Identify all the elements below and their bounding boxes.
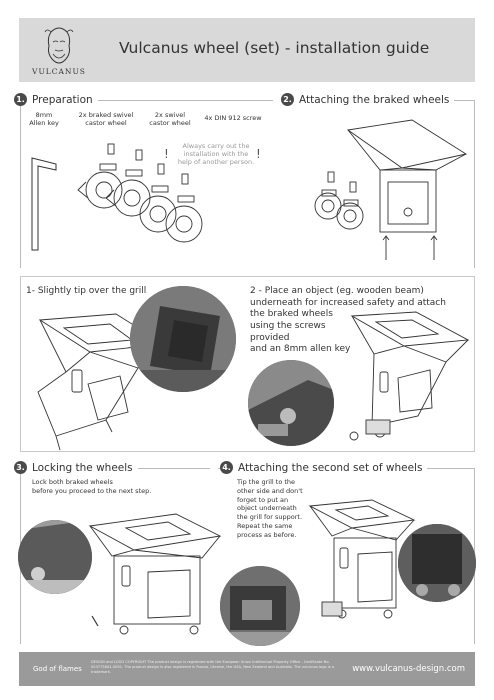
footer-legal-text: DESIGN and LOGO COPYRIGHT The product de… [91, 660, 335, 675]
place-object-instruction: 2 - Place an object (eg. wooden beam) un… [250, 286, 446, 355]
attach-wheels-photo [248, 360, 334, 446]
second-set-support-photo [220, 566, 300, 646]
section-title: Attaching the braked wheels [299, 93, 450, 106]
allen-key-icon [31, 157, 57, 251]
section-number: 1. [14, 93, 27, 106]
safety-note: Always carry out the installation with t… [177, 142, 255, 167]
second-set-instruction: Tip the grill to the other side and don'… [237, 478, 303, 539]
locked-grill-illustration [88, 513, 222, 635]
section-1-frame [20, 100, 273, 268]
section-title: Locking the wheels [32, 461, 133, 474]
brand-name: VULCANUS [32, 67, 86, 76]
lock-instruction: Lock both braked wheels before you proce… [32, 478, 152, 495]
castor-wheels-icon [77, 143, 203, 243]
second-wheels-grill-illustration [308, 499, 416, 619]
page-title: Vulcanus wheel (set) - installation guid… [119, 39, 430, 57]
tip-over-instruction: 1- Slightly tip over the grill [26, 286, 147, 296]
screw-label: 4x DIN 912 screw [204, 114, 262, 122]
vulcanus-logo: VULCANUS [29, 24, 89, 80]
section-number: 4. [220, 461, 233, 474]
section-1-header: 1. Preparation [14, 93, 98, 106]
section-title: Attaching the second set of wheels [238, 461, 423, 474]
second-set-closeup-photo [398, 524, 476, 602]
section-2-header: 2. Attaching the braked wheels [281, 93, 455, 106]
allen-key-label: 8mm Allen key [29, 111, 59, 127]
page-header: VULCANUS Vulcanus wheel (set) - installa… [19, 18, 475, 82]
footer-website: www.vulcanus-design.com [352, 664, 465, 674]
section-title: Preparation [32, 93, 93, 106]
braked-wheel-label: 2x braked swivel castor wheel [78, 111, 134, 127]
attach-wheels-illustration [349, 311, 470, 441]
grill-bottom-view-illustration [314, 119, 468, 260]
footer-brand: God of flames [33, 665, 82, 673]
section-3-header: 3. Locking the wheels [14, 461, 138, 474]
page-footer: God of flames DESIGN and LOGO COPYRIGHT … [19, 652, 475, 686]
section-4-header: 4. Attaching the second set of wheels [220, 461, 428, 474]
section-number: 3. [14, 461, 27, 474]
warning-mark-left: ! [164, 147, 169, 161]
swivel-wheel-label: 2x swivel castor wheel [149, 111, 191, 127]
locking-wheels-photo [18, 520, 92, 594]
section-number: 2. [281, 93, 294, 106]
tipped-grill-illustration [37, 313, 166, 451]
warning-mark-right: ! [256, 147, 261, 161]
vulcan-head-icon [44, 27, 74, 64]
tip-over-photo [130, 286, 236, 392]
steps-frame [20, 276, 475, 452]
